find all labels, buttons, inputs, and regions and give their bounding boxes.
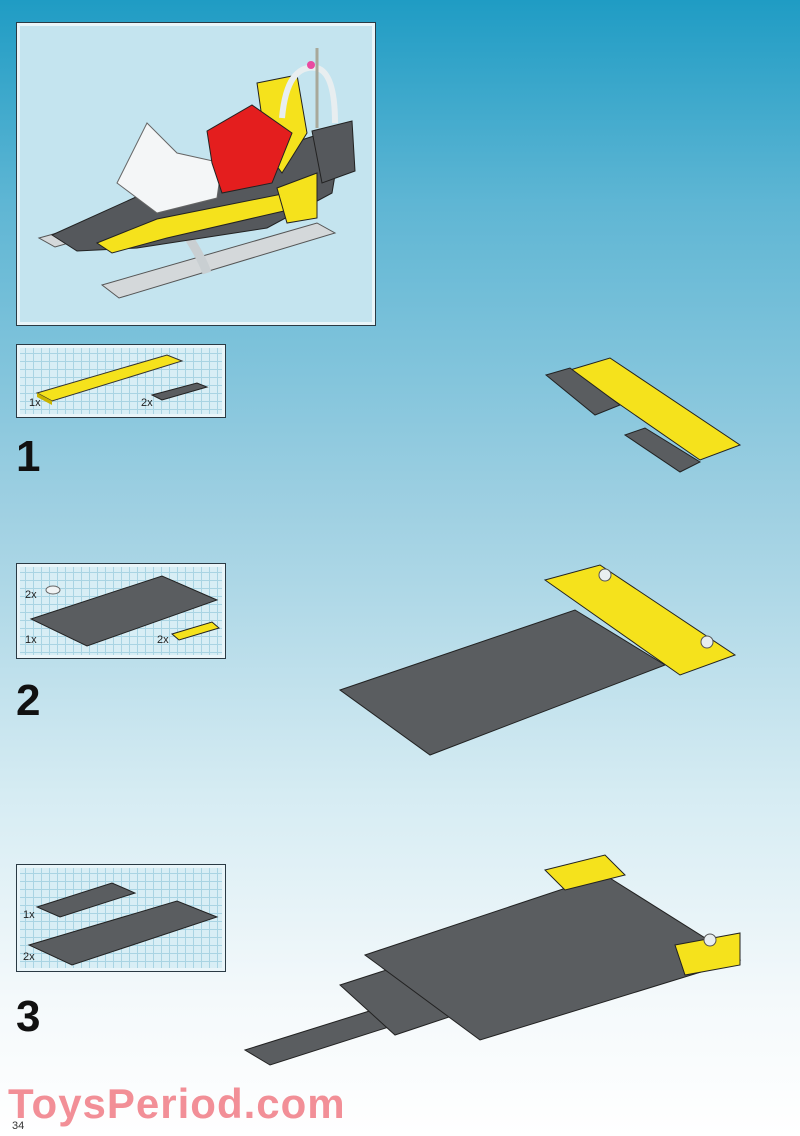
step-2-parts-illustration [29, 575, 221, 647]
part-quantity: 2x [23, 951, 35, 963]
part-quantity: 2x [141, 397, 153, 409]
part-quantity: 1x [23, 909, 35, 921]
completed-model-panel [16, 22, 376, 326]
step-3-assembly [243, 854, 742, 1066]
part-quantity: 2x [25, 589, 37, 601]
page-number: 34 [12, 1120, 25, 1132]
part-quantity: 1x [25, 634, 37, 646]
step-2-parts-list: 2x 1x 2x [16, 563, 226, 659]
watermark: ToysPeriod.com [8, 1080, 346, 1127]
step-number: 3 [16, 992, 41, 1041]
step-2-assembly [338, 564, 737, 756]
snowmobile-illustration [37, 48, 356, 299]
part-quantity: 1x [29, 397, 41, 409]
step-number: 2 [16, 676, 41, 725]
step-1-parts-list: 1x 2x [16, 344, 226, 418]
part-quantity: 2x [157, 634, 169, 646]
step-3-parts-list: 1x 2x [16, 864, 226, 972]
step-1-assembly [544, 357, 742, 473]
step-3-parts-illustration [27, 882, 219, 966]
step-1-parts-illustration [35, 354, 209, 405]
step-number: 1 [16, 432, 41, 481]
